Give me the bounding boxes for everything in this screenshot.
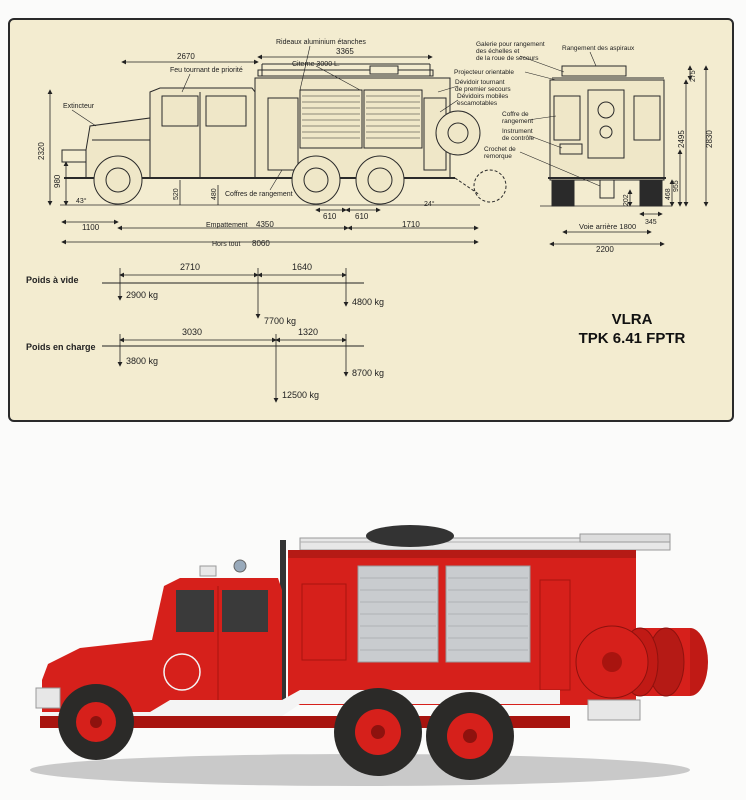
dim-voie: Voie arrière 1800 [579,222,636,231]
model-title-line1: VLRA [611,311,653,328]
callout-devidoir-l1: Dévidoir tournant [455,79,505,86]
cab-window-front [176,590,214,632]
callout-crochet: Crochet de remorque [484,146,518,160]
model-title-line2: TPK 6.41 FPTR [578,330,686,347]
dim-3365: 3365 [336,47,354,56]
callout-coffres: Coffres de rangement [225,191,293,198]
callout-galerie-l3: de la roue de secours [476,55,539,62]
technical-drawing: Extincteur Feu tournant de priorité Ride… [26,39,714,403]
dim-2200: 2200 [596,245,614,254]
callout-feu: Feu tournant de priorité [170,67,243,74]
dim-345: 345 [645,219,657,226]
dim-2495: 2495 [677,130,686,148]
weight-charge-d2: 1320 [298,327,318,337]
dim-610-b: 610 [355,212,369,221]
door-emblem [163,653,201,691]
weight-charge-total: 12500 kg [282,390,319,400]
rear-view-truck [540,65,672,207]
dim-202: 202 [623,194,630,206]
callout-aspiraux: Rangement des aspiraux [562,45,635,52]
callout-extincteur: Extincteur [63,103,95,110]
dim-1710: 1710 [402,220,420,229]
callout-devidoirs-mobiles: Dévidoirs mobiles escamotables [457,93,510,107]
weight-charge-d1: 3030 [182,327,202,337]
callout-devidoirs-mobiles-l1: Dévidoirs mobiles [457,93,509,100]
wheel-rear-1 [334,688,422,776]
weight-charge-rear: 8700 kg [352,368,384,378]
callout-devidoir-l2: de premier secours [455,86,511,93]
dim-468: 468 [665,188,672,200]
weight-diagram-vide: Poids à vide 2710 1640 2900 kg 7700 kg 4… [26,262,384,326]
callout-instrument-l2: de contrôle [502,135,535,142]
dim-275: 275 [690,70,697,82]
callout-galerie-l1: Galerie pour rangement [476,41,545,48]
side-view-truck [60,63,507,206]
body-door [301,583,347,661]
callout-devidoir: Dévidoir tournant de premier secours [455,79,511,93]
callout-devidoirs-mobiles-l2: escamotables [457,100,498,107]
callout-galerie: Galerie pour rangement des échelles et d… [476,41,546,62]
dim-480: 480 [211,188,218,200]
hors-tout-label: Hors tout [212,241,240,248]
wheel-front [58,684,134,760]
callout-crochet-l2: remorque [484,153,512,160]
callout-rideaux: Rideaux aluminium étanches [276,39,366,46]
fire-truck-photo [30,525,708,786]
weight-charge-front: 3800 kg [126,356,158,366]
weight-vide-label: Poids à vide [26,275,79,285]
dim-2670: 2670 [177,52,195,61]
callout-coffre-l2: rangement [502,118,533,125]
model-title: VLRA TPK 6.41 FPTR [552,310,712,348]
dim-empattement: 4350 [256,220,274,229]
roof-rack [299,525,671,551]
callout-coffre-l1: Coffre de [502,111,529,118]
callout-instrument-l1: Instrument [502,128,533,135]
weight-vide-front: 2900 kg [126,290,158,300]
weight-charge-label: Poids en charge [26,342,96,352]
wheel-rear-2 [426,692,514,780]
dim-980: 980 [53,174,62,188]
hose-reels [575,625,708,699]
weight-vide-total: 7700 kg [264,316,296,326]
callout-projecteur: Projecteur orientable [454,69,514,76]
dim-1100: 1100 [82,223,100,232]
dim-2320: 2320 [37,142,46,160]
weight-vide-rear: 4800 kg [352,297,384,307]
weight-diagram-charge: Poids en charge 3030 1320 3800 kg 12500 … [26,327,384,403]
angle-43: 43° [76,197,87,205]
dim-955: 955 [673,180,680,192]
empattement-label: Empattement [206,222,248,229]
weight-vide-d1: 2710 [180,262,200,272]
callout-coffre: Coffre de rangement [502,111,533,125]
dim-hors-tout: 8060 [252,239,270,248]
dim-610-a: 610 [323,212,337,221]
dim-2830: 2830 [705,130,714,148]
dim-520: 520 [173,188,180,200]
angle-24: 24° [424,200,435,208]
callout-galerie-l2: des échelles et [476,48,520,55]
weight-vide-d2: 1640 [292,262,312,272]
cab-window-rear [222,590,268,632]
callout-crochet-l1: Crochet de [484,146,516,153]
callout-citerne: Citerne 3000 L. [292,61,340,68]
white-trim [42,690,560,724]
callout-instrument: Instrument de contrôle [502,128,535,142]
